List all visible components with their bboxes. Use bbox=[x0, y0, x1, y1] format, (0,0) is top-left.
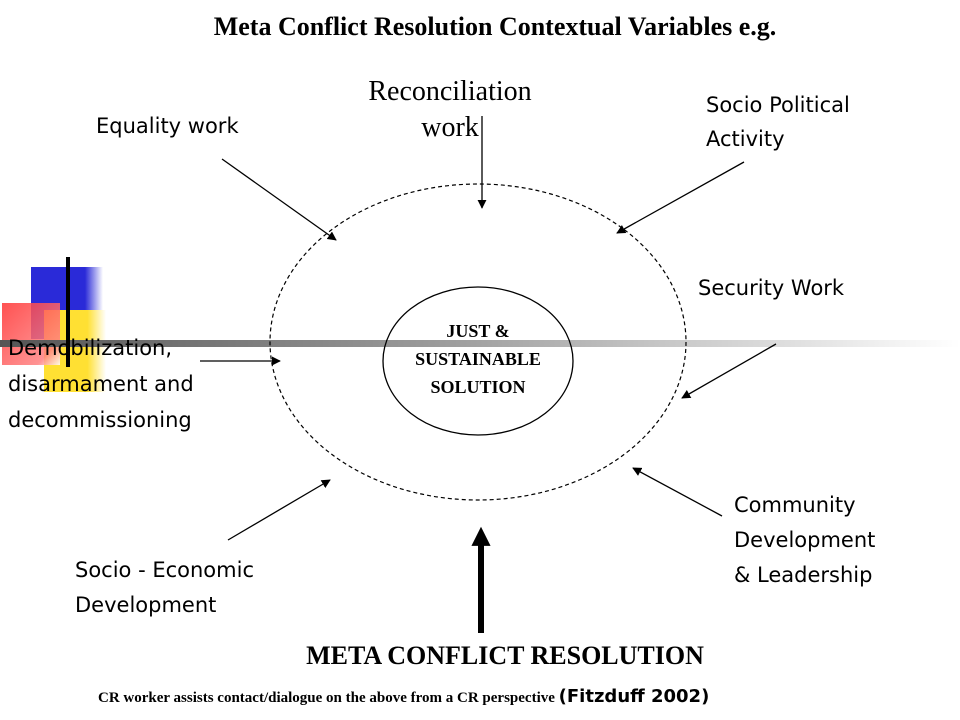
footer-caption: CR worker assists contact/dialogue on th… bbox=[98, 686, 709, 707]
arrow-community bbox=[632, 467, 723, 517]
footer-citation: (Fitzduff 2002) bbox=[558, 686, 710, 707]
center-solution-ellipse bbox=[382, 286, 574, 436]
label-line: SUSTAINABLE bbox=[415, 349, 541, 369]
label-line: SOLUTION bbox=[430, 377, 526, 397]
meta-conflict-resolution-label: META CONFLICT RESOLUTION bbox=[306, 641, 704, 670]
label-line: Socio Political bbox=[706, 93, 850, 117]
label-line: disarmament and bbox=[8, 372, 194, 396]
deco-red-square bbox=[2, 303, 60, 365]
label-line: JUST & bbox=[446, 321, 510, 341]
label-line: Reconciliation bbox=[368, 76, 532, 107]
center-solution-label: JUST & SUSTAINABLE SOLUTION bbox=[378, 317, 578, 401]
label-line: work bbox=[421, 112, 479, 143]
label-line: Development bbox=[75, 593, 217, 617]
label-socio-political-activity: Socio Political Activity bbox=[706, 88, 850, 156]
deco-horizontal-rule bbox=[0, 340, 960, 347]
label-line: Community bbox=[734, 493, 856, 517]
arrow-security bbox=[681, 343, 777, 399]
slide-title: Meta Conflict Resolution Contextual Vari… bbox=[213, 12, 777, 41]
label-line: Socio - Economic bbox=[75, 558, 254, 582]
label-demobilization: Demobilization, disarmament and decommis… bbox=[8, 330, 194, 438]
label-socio-economic-development: Socio - Economic Development bbox=[75, 553, 254, 623]
label-line: Activity bbox=[706, 127, 785, 151]
label-community-development: Community Development & Leadership bbox=[734, 488, 875, 593]
deco-vertical-bar bbox=[66, 257, 70, 367]
arrow-socio-economic bbox=[227, 479, 331, 541]
label-reconciliation-work: Reconciliation work bbox=[345, 74, 555, 146]
label-line: decommissioning bbox=[8, 408, 192, 432]
label-equality-work: Equality work bbox=[96, 114, 239, 138]
footer-text: CR worker assists contact/dialogue on th… bbox=[98, 690, 559, 706]
arrow-equality bbox=[221, 158, 337, 241]
outer-context-ellipse bbox=[269, 183, 687, 501]
label-security-work: Security Work bbox=[698, 276, 845, 300]
label-line: Development bbox=[734, 528, 876, 552]
arrow-socio-political bbox=[616, 161, 745, 234]
label-line: & Leadership bbox=[734, 563, 873, 587]
label-line: Demobilization, bbox=[8, 336, 173, 360]
